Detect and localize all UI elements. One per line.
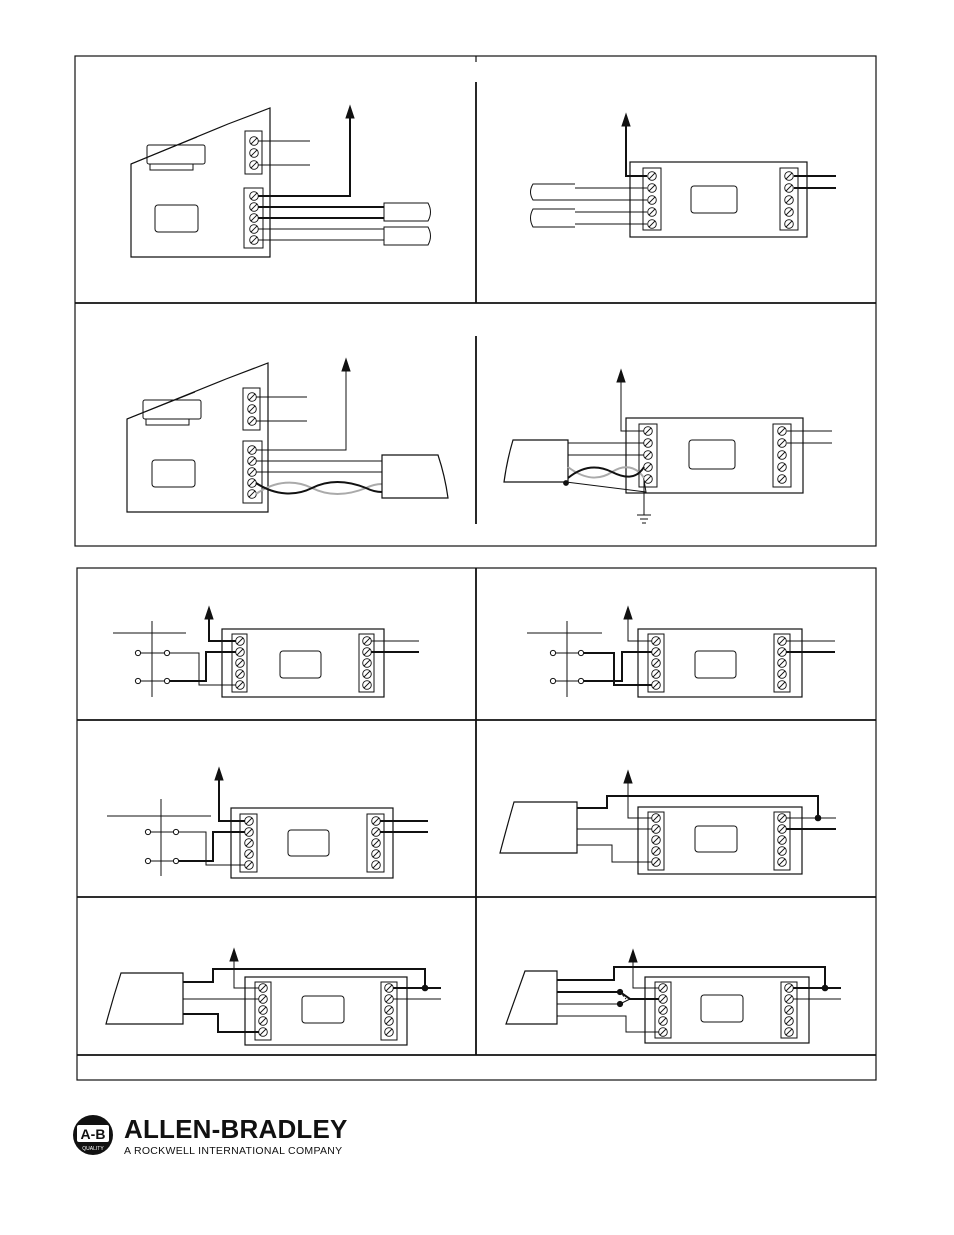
panel-drive-twisted-pair <box>127 359 448 512</box>
panel-drive-shielded-cable <box>131 106 431 257</box>
panel-device-tied-outputs-1 <box>500 771 836 874</box>
panel-device-jumpers <box>506 950 841 1043</box>
svg-text:QUALITY: QUALITY <box>82 1146 104 1152</box>
device-label-box <box>152 460 195 487</box>
splice-dot-icon <box>815 815 821 821</box>
signal-arrow-icon <box>215 768 223 780</box>
panel-contacts-left-2 <box>107 768 428 878</box>
bottom-frame <box>77 568 876 1080</box>
signal-arrow-icon <box>342 359 350 371</box>
signal-arrow-icon <box>622 114 630 126</box>
ab-badge-icon: A-B QUALITY <box>72 1114 114 1156</box>
device-label-box <box>155 205 198 232</box>
signal-arrow-icon <box>205 607 213 619</box>
svg-text:A-B: A-B <box>81 1126 106 1142</box>
signal-arrow-icon <box>629 950 637 962</box>
signal-arrow-icon <box>624 607 632 619</box>
device-label-box <box>689 440 735 469</box>
splice-dot-icon <box>617 989 622 994</box>
splice-dot-icon <box>564 481 569 486</box>
panel-contacts-left-1 <box>113 607 419 697</box>
signal-arrow-icon <box>617 370 625 382</box>
wiring-diagram-figure <box>0 0 954 1100</box>
allen-bradley-logo: A-B QUALITY ALLEN-BRADLEY A ROCKWELL INT… <box>72 1112 372 1160</box>
panel-contacts-right-1 <box>527 607 835 697</box>
splice-dot-icon <box>822 985 828 991</box>
panel-module-shielded-cable <box>531 114 837 237</box>
signal-arrow-icon <box>230 949 238 961</box>
signal-arrow-icon <box>624 771 632 783</box>
panel-module-twisted-pair-ground <box>504 370 832 523</box>
splice-dot-icon <box>617 1001 622 1006</box>
panel-device-tied-outputs-2 <box>106 949 441 1045</box>
terminal-strip-small <box>245 131 262 174</box>
splice-dot-icon <box>422 985 428 991</box>
signal-arrow-icon <box>346 106 354 118</box>
brand-name: ALLEN-BRADLEY <box>124 1114 348 1145</box>
device-label-box <box>691 186 737 213</box>
brand-tagline: A ROCKWELL INTERNATIONAL COMPANY <box>124 1145 342 1157</box>
